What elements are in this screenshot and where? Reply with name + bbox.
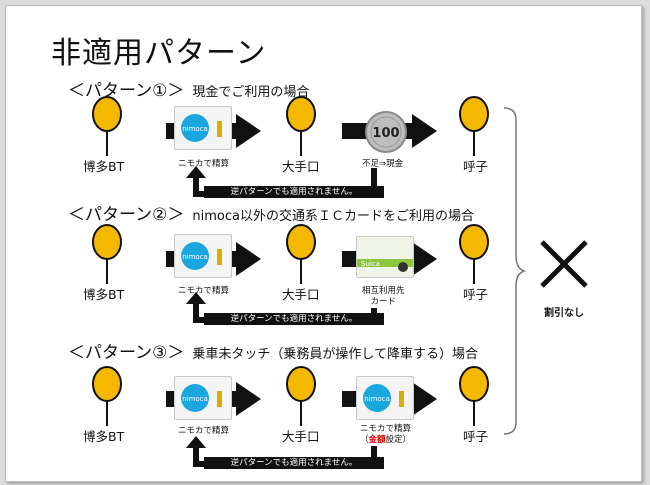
amount-highlight: 金額 [368,435,386,445]
cross-icon [540,240,588,288]
pattern-1-label: ＜パターン①＞ [68,81,185,101]
amount-prefix: （ [360,435,369,445]
nimoca-card-icon: nimoca [356,376,414,420]
nimoca-settle-caption: ニモカで精算 [178,159,230,169]
reverse-note: 逆パターンでも適用されません。 [204,313,384,325]
station-pin-icon [459,224,489,284]
station-pin-icon [459,366,489,426]
station-end-label: 呼子 [463,287,489,302]
mutual-card-caption-line1: 相互利用先 [362,286,405,296]
reverse-note: 逆パターンでも適用されません。 [204,457,384,469]
coin-100-icon: 100 [365,111,407,153]
nimoca-card-icon: nimoca [174,234,232,278]
mutual-card-caption: 相互利用先 カード [362,286,405,308]
nimoca-logo: nimoca [364,395,390,403]
station-mid-label: 大手口 [282,287,320,302]
no-discount-label: 割引なし [544,308,584,319]
nimoca-logo: nimoca [182,253,208,261]
station-pin-icon [459,96,489,156]
station-mid-label: 大手口 [282,429,320,444]
page-title: 非適用パターン [51,36,267,71]
station-pin-icon [92,224,122,284]
amount-suffix: 設定） [385,435,412,445]
pattern-3-label: ＜パターン③＞ [68,343,185,363]
nimoca-settle-caption: ニモカで精算 [178,426,230,436]
suica-logo: Suica [361,260,380,268]
pattern-1-desc: 現金でご利用の場合 [192,85,310,100]
suica-card-icon: Suica [356,236,414,278]
station-pin-icon [92,366,122,426]
pattern-2-desc: nimoca以外の交通系ＩＣカードをご利用の場合 [192,209,474,224]
nimoca-logo: nimoca [182,125,208,133]
coin-value: 100 [372,126,399,141]
nimoca-logo: nimoca [182,395,208,403]
station-pin-icon [286,224,316,284]
station-pin-icon [286,96,316,156]
station-end-label: 呼子 [463,159,489,174]
nimoca-settle-amount-caption: ニモカで精算 （金額設定） [360,424,411,446]
station-pin-icon [92,96,122,156]
mutual-card-caption-line2: カード [370,297,397,307]
reverse-note: 逆パターンでも適用されません。 [204,186,384,198]
cash-shortage-caption: 不足⇒現金 [362,159,404,169]
pattern-3-desc: 乗車未タッチ（乗務員が操作して降車する）場合 [192,347,479,362]
slide: 非適用パターン ＜パターン①＞ 現金でご利用の場合 ＜パターン②＞ nimoca以外… [5,5,642,482]
nimoca-card-icon: nimoca [174,106,232,150]
pattern-2-label: ＜パターン②＞ [68,205,185,225]
nimoca-card-icon: nimoca [174,376,232,420]
amount-setting-caption: （金額設定） [360,435,411,446]
pattern-1-heading: ＜パターン①＞ 現金でご利用の場合 [68,76,309,101]
nimoca-settle-caption: ニモカで精算 [178,286,230,296]
station-end-label: 呼子 [463,429,489,444]
station-mid-label: 大手口 [282,159,320,174]
station-start-label: 博多BT [83,159,125,174]
station-pin-icon [286,366,316,426]
pattern-3-heading: ＜パターン③＞ 乗車未タッチ（乗務員が操作して降車する）場合 [68,338,478,363]
station-start-label: 博多BT [83,287,125,302]
right-brace-icon [503,107,527,435]
pattern-2-heading: ＜パターン②＞ nimoca以外の交通系ＩＣカードをご利用の場合 [68,200,474,225]
station-start-label: 博多BT [83,429,125,444]
nimoca-settle-caption: ニモカで精算 [360,424,412,434]
